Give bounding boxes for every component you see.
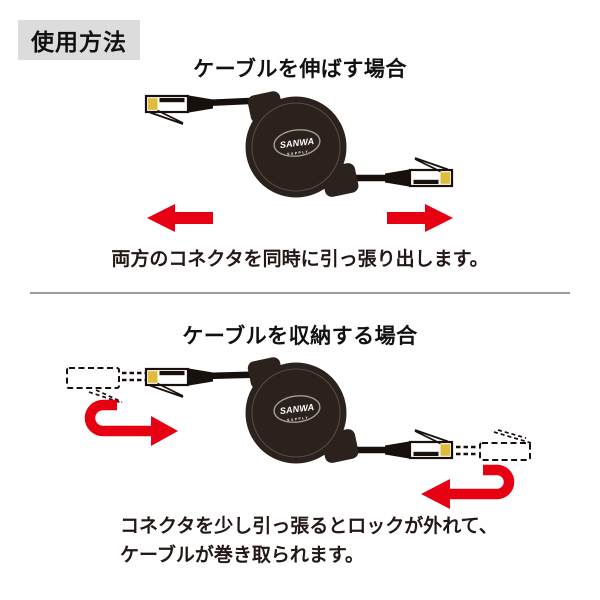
cable-reel-device [244, 355, 361, 465]
section-title-extend: ケーブルを伸ばす場合 [193, 58, 407, 81]
usage-method-badge: 使用方法 [18, 20, 140, 60]
rj45-connector-left [144, 366, 215, 399]
caption-retract-line2: ケーブルが巻き取られます。 [120, 545, 364, 566]
rj45-connector-right [383, 156, 454, 189]
red-arrow-left-icon [147, 204, 213, 232]
ghost-connector-left [66, 367, 146, 404]
caption-extend: 両方のコネクタを同時に引っ張り出します。 [111, 249, 489, 270]
ghost-connector-right [456, 429, 532, 461]
cable-reel-illustration-extend: SANWA SUPPLY [144, 89, 454, 232]
section-divider [30, 292, 570, 294]
red-arrow-right-icon [387, 204, 453, 232]
red-u-turn-arrow-right-icon [84, 399, 178, 446]
caption-retract: コネクタを少し引っ張るとロックが外れて、 ケーブルが巻き取られます。 [120, 512, 498, 570]
cable-reel-illustration-retract [66, 355, 532, 509]
section-title-retract: ケーブルを収納する場合 [182, 325, 418, 348]
red-u-turn-arrow-left-icon [421, 464, 515, 509]
rj45-connector-right [383, 428, 454, 461]
cable-reel-device [244, 89, 361, 199]
rj45-connector-left [144, 93, 215, 126]
caption-retract-line1: コネクタを少し引っ張るとロックが外れて、 [120, 516, 498, 537]
